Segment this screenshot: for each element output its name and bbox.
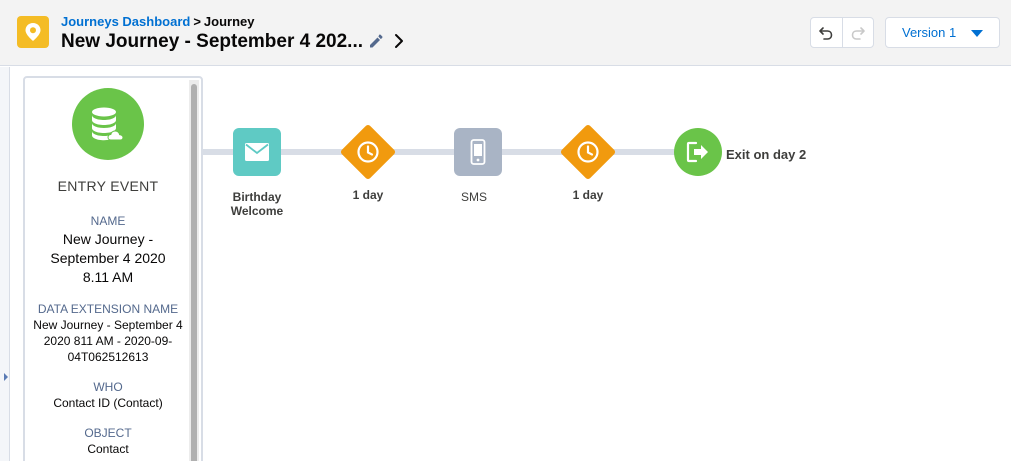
field-label-object: OBJECT — [84, 426, 132, 440]
mobile-phone-icon — [470, 139, 486, 165]
exit-node[interactable] — [674, 128, 722, 176]
pencil-icon[interactable] — [368, 33, 384, 49]
field-value-data-extension: New Journey - September 4 2020 811 AM - … — [33, 318, 183, 364]
wait-activity-label-1: 1 day — [352, 188, 384, 202]
field-value-name: New Journey - September 4 2020 8.11 AM — [50, 231, 166, 285]
sms-activity-node[interactable] — [454, 128, 502, 176]
page-title: New Journey - September 4 202... — [61, 31, 364, 52]
scrollbar-thumb[interactable] — [191, 84, 197, 461]
breadcrumb-link-journeys-dashboard[interactable]: Journeys Dashboard — [61, 14, 191, 29]
journey-canvas[interactable]: Birthday Welcome 1 day SMS 1 day — [203, 67, 1011, 461]
clock-icon — [357, 141, 379, 163]
chevron-right-icon[interactable] — [392, 33, 406, 49]
clock-icon — [577, 141, 599, 163]
database-cloud-icon — [72, 88, 144, 160]
exit-icon — [686, 141, 708, 163]
breadcrumb: Journeys Dashboard>Journey — [61, 14, 255, 29]
entry-event-panel[interactable]: ENTRY EVENT NAME New Journey - September… — [23, 76, 203, 461]
version-dropdown[interactable]: Version 1 — [885, 17, 1000, 48]
breadcrumb-current: Journey — [203, 14, 255, 29]
field-label-who: WHO — [93, 380, 123, 394]
undo-button[interactable] — [811, 18, 842, 47]
redo-button[interactable] — [841, 18, 873, 47]
caret-down-icon — [971, 30, 983, 37]
exit-label: Exit on day 2 — [726, 147, 807, 162]
field-value-object: Contact — [87, 442, 129, 456]
field-value-who: Contact ID (Contact) — [53, 396, 163, 410]
left-panel-toggle[interactable] — [0, 67, 10, 461]
email-activity-label: Birthday Welcome — [230, 190, 284, 218]
undo-redo-group — [810, 17, 874, 48]
wait-activity-label-2: 1 day — [572, 188, 604, 202]
version-label: Version 1 — [902, 25, 957, 40]
envelope-icon — [245, 143, 269, 161]
redo-icon — [851, 26, 865, 40]
location-pin-icon — [17, 16, 49, 48]
breadcrumb-separator: > — [193, 14, 201, 29]
sms-activity-label: SMS — [460, 190, 487, 204]
page-header: Journeys Dashboard>Journey New Journey -… — [0, 0, 1011, 66]
email-activity-node[interactable] — [233, 128, 281, 176]
field-label-name: NAME — [90, 214, 126, 228]
field-label-data-extension: DATA EXTENSION NAME — [37, 302, 179, 316]
entry-panel-scrollbar[interactable] — [189, 80, 199, 461]
undo-icon — [819, 26, 833, 40]
entry-event-heading: ENTRY EVENT — [57, 178, 159, 194]
expand-arrow-icon — [4, 373, 8, 381]
flow-path-line — [203, 149, 693, 155]
